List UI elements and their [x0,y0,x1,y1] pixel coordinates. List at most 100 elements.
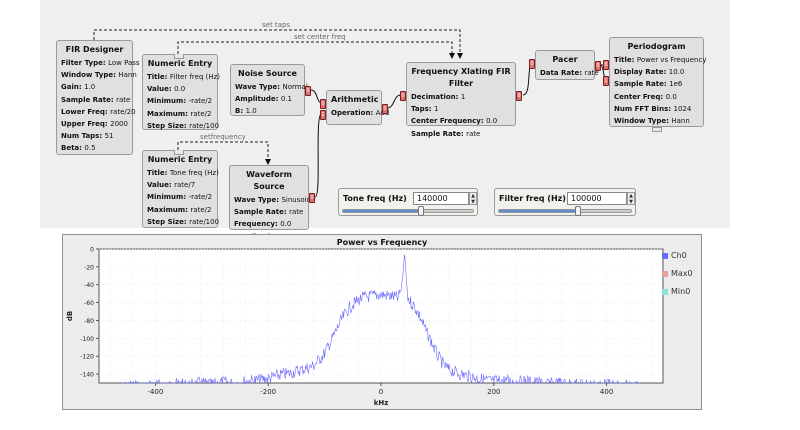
param-value: 0.0 [174,85,186,94]
output-port-0[interactable]: 0 [309,193,315,203]
x-tick-label: 200 [487,388,500,396]
param-row: Gain: 1.0 [61,81,128,93]
x-tick-label: -400 [147,388,163,396]
tone-freq-spinner[interactable]: ▲▼ [469,192,477,205]
param-key: Wave Type: [235,83,283,91]
input-port-1[interactable]: 1 [603,76,609,86]
tone-freq-input[interactable]: 140000 [413,192,469,205]
param-row: Minimum: -rate/2 [147,95,213,107]
param-key: Center Frequency: [411,117,487,126]
param-row: Step Size: rate/100 [147,120,219,132]
y-tick-label: -80 [84,318,94,325]
param-row: Title: Filter freq (Hz) [147,71,220,83]
param-row: Step Size: rate/100 [147,216,219,228]
param-value: rate [116,95,131,104]
tone-freq-slider[interactable] [342,206,474,216]
block-title: Arithmetic [331,95,379,104]
block-title: Noise Source [238,69,297,78]
param-value: Normal [282,83,308,91]
block-pacer[interactable]: Pacer Data Rate: rate 0 0 [529,50,601,80]
output-port-0[interactable]: 0 [516,91,522,101]
message-port-tab[interactable] [174,150,184,155]
param-key: Num Taps: [61,132,105,141]
param-key: Window Type: [61,71,119,80]
filter-freq-input[interactable]: 100000 [567,192,627,205]
legend-max0[interactable]: Max0 [662,269,693,278]
input-port-1[interactable]: 1 [320,110,326,120]
block-title: Waveform Source [246,170,292,191]
message-port-tab[interactable] [652,127,662,132]
param-key: Step Size: [147,217,190,226]
filter-freq-slider[interactable] [498,206,632,216]
param-value: rate [289,208,304,217]
param-value: 1 [434,105,439,114]
y-tick-label: -60 [84,300,94,307]
input-port-0[interactable]: 0 [529,59,535,69]
param-value: rate/7 [174,181,196,190]
param-value: -rate/2 [188,193,213,202]
filter-freq-spinner[interactable]: ▲▼ [627,192,635,205]
legend-ch0[interactable]: Ch0 [662,251,687,260]
block-params: Data Rate: rate [540,67,599,79]
param-key: Value: [147,181,175,190]
param-value: 1.0 [84,83,96,92]
block-numeric-entry-tone-freq[interactable]: Numeric Entry Title: Tone freq (Hz)Value… [142,150,219,228]
filter-freq-control: Filter freq (Hz) 100000 ▲▼ [494,188,636,216]
legend-swatch-ch0 [662,253,668,259]
param-row: Minimum: -rate/2 [147,191,213,203]
param-value: Hann [671,117,690,126]
block-numeric-entry-filter-freq[interactable]: Numeric Entry Title: Filter freq (Hz)Val… [142,54,220,132]
wire-label-set-center-freq: set center freq [294,33,346,41]
slider-handle[interactable] [575,206,582,216]
param-key: Data Rate: [540,69,585,77]
param-value: 0.5 [84,144,96,153]
message-port-tab[interactable] [174,54,184,59]
legend-min0[interactable]: Min0 [662,287,690,296]
param-row: Maximum: rate/2 [147,204,213,216]
block-arithmetic[interactable]: Arithmetic Operation: Add 0 1 0 [320,90,389,125]
param-key: Gain: [61,83,85,92]
param-value: rate/2 [190,109,212,118]
slider-handle[interactable] [418,206,424,216]
input-port-0[interactable]: 0 [400,91,406,101]
param-key: Sample Rate: [614,80,670,89]
param-row: Sample Rate: rate [234,206,304,218]
x-tick-label: 0 [379,388,383,396]
param-row: Sample Rate: rate [61,94,131,106]
param-key: Title: [614,56,637,64]
x-axis-label: kHz [374,399,389,407]
param-key: Maximum: [147,205,191,214]
input-port-0[interactable]: 0 [320,99,326,109]
output-port-0[interactable]: 0 [305,86,311,96]
y-tick-label: 0 [90,247,94,254]
y-tick-label: -120 [80,354,94,361]
param-row: Value: rate/7 [147,179,213,191]
param-row: Title: Tone freq (Hz) [147,167,219,179]
output-port-0[interactable]: 0 [595,61,601,71]
y-tick-label: -100 [80,336,94,343]
wire-label-set-taps: set taps [262,21,291,29]
legend-label: Ch0 [671,251,687,260]
param-value: Sinusoid [281,196,312,204]
param-row: Taps: 1 [411,103,511,115]
param-row: Window Type: Hann [614,115,699,127]
tone-freq-label: Tone freq (Hz) [343,194,407,203]
param-key: Display Rate: [614,68,669,77]
block-frequency-xlating-fir-filter[interactable]: Frequency Xlating FIR Filter Decimation:… [400,62,522,138]
output-port-0[interactable]: 0 [382,104,388,114]
param-key: Beta: [61,144,85,153]
input-port-0[interactable]: 0 [603,60,609,70]
block-title: Numeric Entry [147,59,213,68]
param-row: Operation: Add [331,107,389,119]
param-key: Operation: [331,109,376,117]
filter-freq-label: Filter freq (Hz) [499,194,566,203]
y-tick-label: -140 [80,372,94,379]
param-value: 0.0 [665,92,677,101]
